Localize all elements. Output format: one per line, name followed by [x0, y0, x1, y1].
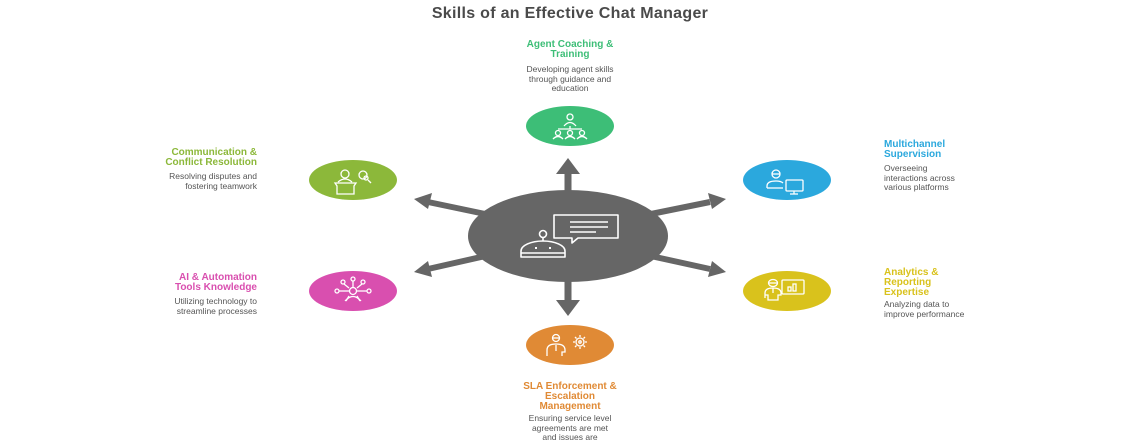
title-line: Training — [550, 49, 590, 60]
desc-line: and issues are — [542, 432, 598, 442]
title-line: Expertise — [884, 287, 930, 298]
desc-line: fostering teamwork — [185, 180, 257, 191]
desc-line: agreements are met — [531, 422, 609, 433]
desc-line: Resolving disputes and — [169, 171, 257, 181]
skill-node-multichannel — [743, 160, 831, 200]
desc-line: Developing agent skills — [526, 64, 614, 74]
arrows — [414, 158, 726, 316]
desc-line: various platforms — [884, 182, 949, 192]
user-gear-icon — [546, 333, 587, 356]
desc-line: streamline processes — [176, 305, 257, 316]
skill-title-coaching: Agent Coaching & Training — [470, 40, 670, 60]
skill-node-analytics — [743, 271, 831, 311]
skill-desc-analytics: Analyzing data to improve performance — [884, 299, 1084, 319]
desc-line: Utilizing technology to — [174, 296, 257, 306]
title-line: Reporting — [884, 277, 932, 288]
title-line: Escalation — [544, 391, 596, 402]
skill-node-coaching — [526, 106, 614, 146]
title-line: Conflict Resolution — [165, 157, 257, 168]
desc-line: through guidance and — [528, 73, 612, 84]
skill-desc-ai: Utilizing technology to streamline proce… — [60, 296, 257, 316]
title-line: Supervision — [884, 149, 942, 160]
central-hub — [468, 190, 668, 282]
desc-line: Analyzing data to — [884, 299, 950, 309]
skill-title-analytics: Analytics & Reporting Expertise — [884, 268, 1084, 298]
desc-line: education — [551, 83, 589, 93]
title-line: Communication & — [171, 147, 257, 158]
skill-title-sla: SLA Enforcement & Escalation Management — [470, 382, 670, 412]
ai-network-user-icon — [334, 276, 372, 302]
desc-line: Overseeing — [884, 163, 928, 173]
mediation-icon — [333, 169, 372, 195]
skill-desc-communication: Resolving disputes and fostering teamwor… — [60, 171, 257, 191]
skill-node-ai — [309, 271, 397, 311]
chatbot-icon — [520, 214, 619, 258]
skill-desc-multichannel: Overseeing interactions across various p… — [884, 163, 1084, 193]
skill-desc-sla: Ensuring service level agreements are me… — [470, 413, 670, 443]
title-line: Multichannel — [884, 139, 946, 150]
skill-node-sla — [526, 325, 614, 365]
title-line: AI & Automation — [179, 272, 257, 283]
title-line: Analytics & — [884, 267, 939, 278]
hierarchy-team-icon — [552, 113, 588, 140]
title-line: SLA Enforcement & — [523, 381, 617, 392]
skill-title-multichannel: Multichannel Supervision — [884, 140, 1084, 160]
diagram-title: Skills of an Effective Chat Manager — [431, 5, 709, 22]
skill-desc-coaching: Developing agent skills through guidance… — [470, 64, 670, 94]
title-line: Management — [539, 401, 601, 412]
user-chart-icon — [764, 278, 805, 301]
skill-node-communication — [309, 160, 397, 200]
desc-line: Ensuring service level — [528, 413, 612, 423]
desc-line: improve performance — [884, 308, 965, 319]
title-line: Tools Knowledge — [174, 282, 257, 293]
title-line: Agent Coaching & — [526, 39, 614, 50]
user-monitor-icon — [766, 169, 804, 195]
skill-title-communication: Communication & Conflict Resolution — [60, 148, 257, 168]
desc-line: interactions across — [884, 172, 955, 183]
skill-title-ai: AI & Automation Tools Knowledge — [60, 273, 257, 293]
